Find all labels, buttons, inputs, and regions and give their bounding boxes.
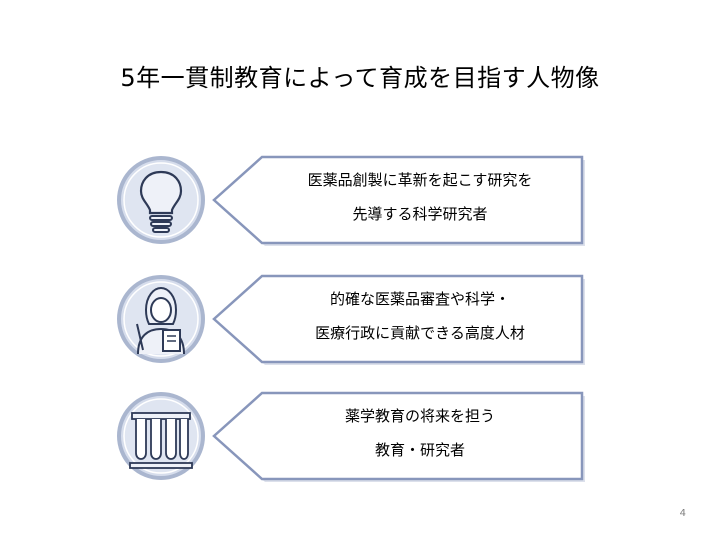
callout-1: 医薬品創製に革新を起こす研究を 先導する科学研究者: [200, 151, 590, 251]
callout-1-line-1: 医薬品創製に革新を起こす研究を: [307, 171, 533, 189]
persona-row-2: 的確な医薬品審査や科学・ 医療行政に貢献できる高度人材: [0, 270, 720, 370]
callout-3: 薬学教育の将来を担う 教育・研究者: [200, 387, 590, 487]
callout-2-line-2: 医療行政に貢献できる高度人材: [315, 324, 525, 342]
page-number: 4: [679, 508, 686, 519]
callout-2-line-1: 的確な医薬品審査や科学・: [329, 290, 510, 308]
callout-3-text: 薬学教育の将来を担う 教育・研究者: [260, 387, 580, 479]
callout-1-line-2: 先導する科学研究者: [352, 205, 488, 223]
callout-3-line-2: 教育・研究者: [374, 441, 465, 459]
callout-1-text: 医薬品創製に革新を起こす研究を 先導する科学研究者: [260, 151, 580, 243]
callout-2: 的確な医薬品審査や科学・ 医療行政に貢献できる高度人材: [200, 270, 590, 370]
callout-2-text: 的確な医薬品審査や科学・ 医療行政に貢献できる高度人材: [260, 270, 580, 362]
test-tubes-icon: [116, 391, 206, 481]
callout-3-line-1: 薬学教育の将来を担う: [344, 407, 495, 425]
persona-row-1: 医薬品創製に革新を起こす研究を 先導する科学研究者: [0, 151, 720, 251]
persona-row-3: 薬学教育の将来を担う 教育・研究者: [0, 387, 720, 487]
lightbulb-icon: [116, 155, 206, 245]
slide-title: 5年一貫制教育によって育成を目指す人物像: [120, 64, 600, 92]
person-icon: [116, 274, 206, 364]
